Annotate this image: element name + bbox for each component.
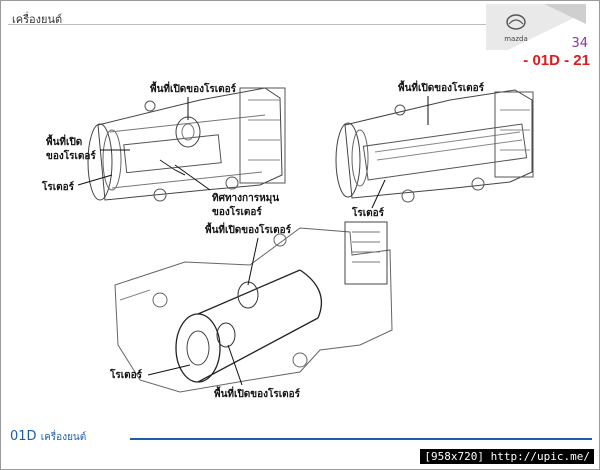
footer-section-label: 01D เครื่องยนต์ bbox=[10, 429, 86, 445]
figure-2-valve-cutaway bbox=[335, 89, 534, 203]
watermark: [958x720] http://upic.me/ bbox=[420, 449, 594, 464]
header-title: เครื่องยนต์ bbox=[12, 13, 63, 26]
fig3-opening-area-label: พื้นที่เปิดของโรเตอร์ bbox=[205, 225, 292, 236]
fig3-rotor-label: โรเตอร์ bbox=[110, 370, 143, 381]
header-divider bbox=[8, 24, 508, 25]
mazda-logo: mazda bbox=[486, 4, 586, 50]
fig1-rotor-label: โรเตอร์ bbox=[42, 182, 75, 193]
figure-1-valve-cutaway bbox=[87, 87, 286, 202]
leader-lines bbox=[77, 96, 429, 386]
logo-text: mazda bbox=[504, 35, 528, 43]
figure-3-valve-assembly bbox=[114, 221, 393, 393]
page-number: 34 bbox=[571, 36, 588, 51]
fig3-opening-area-bottom-label: พื้นที่เปิดของโรเตอร์ bbox=[214, 389, 301, 400]
fig1-opening-area-label: พื้นที่เปิดของโรเตอร์ bbox=[150, 84, 237, 95]
footer-text: เครื่องยนต์ bbox=[40, 432, 87, 443]
fig2-opening-area-label: พื้นที่เปิดของโรเตอร์ bbox=[398, 83, 485, 94]
footer-divider bbox=[130, 438, 592, 440]
fig1-rotation-label-line1: ทิศทางการหมุน bbox=[212, 193, 280, 204]
fig1-rotation-label-line2: ของโรเตอร์ bbox=[212, 207, 262, 218]
slide-code: - 01D - 21 bbox=[523, 52, 590, 69]
fig1-opening-label-line2: ของโรเตอร์ bbox=[46, 151, 96, 162]
footer-code: 01D bbox=[10, 429, 37, 444]
fig1-opening-label-line1: พื้นที่เปิด bbox=[46, 137, 83, 148]
fig2-rotor-label: โรเตอร์ bbox=[352, 208, 385, 219]
